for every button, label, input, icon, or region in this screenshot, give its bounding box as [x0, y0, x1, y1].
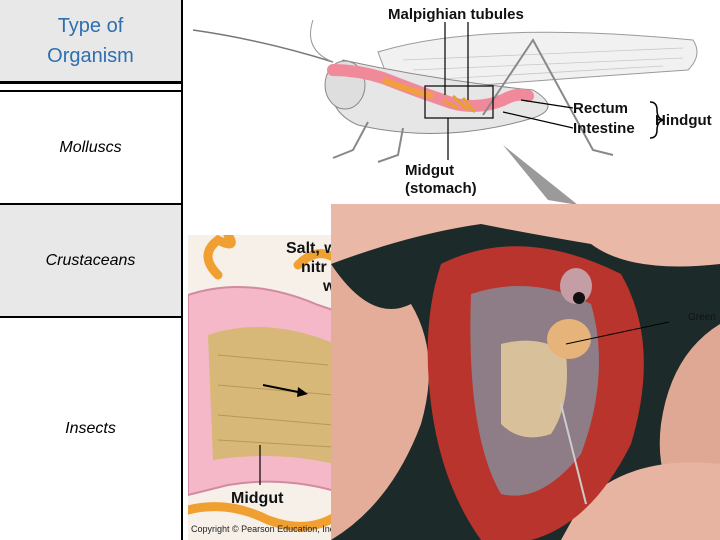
- crayfish-photo: [331, 204, 720, 540]
- label-rectum: Rectum: [573, 100, 629, 117]
- row-label: Molluscs: [59, 138, 122, 156]
- label-salt: Salt, w: [286, 240, 337, 257]
- row-label: Crustaceans: [45, 251, 136, 269]
- label-nitr: nitr: [301, 259, 327, 276]
- table-row-molluscs: Molluscs: [0, 92, 181, 205]
- header-line-2: Organism: [47, 44, 134, 67]
- tubule-illustration: [188, 235, 348, 540]
- row-label: Insects: [65, 420, 116, 437]
- grasshopper-diagram: [192, 19, 698, 163]
- label-tubule-midgut: Midgut: [231, 490, 284, 507]
- label-green: Green: [688, 312, 716, 323]
- copyright-text: Copyright © Pearson Education, Inc: [191, 524, 335, 534]
- figure-area: Malpighian tubules Rectum Intestine Hind…: [183, 0, 720, 540]
- label-malpighian-tubules: Malpighian tubules: [388, 6, 524, 23]
- header-line-1: Type of: [57, 14, 124, 37]
- label-intestine: Intestine: [573, 120, 635, 137]
- callout-pointer: [503, 145, 578, 205]
- label-midgut-stomach: Midgut (stomach): [405, 162, 477, 197]
- table-row-crustaceans: Crustaceans: [0, 205, 181, 318]
- label-hindgut: Hindgut: [655, 112, 712, 129]
- table-header: Type of Organism: [0, 0, 181, 84]
- organism-table: Type of Organism Molluscs Crustaceans In…: [0, 0, 183, 540]
- table-divider: [0, 84, 181, 92]
- table-row-insects: Insects: [0, 318, 181, 540]
